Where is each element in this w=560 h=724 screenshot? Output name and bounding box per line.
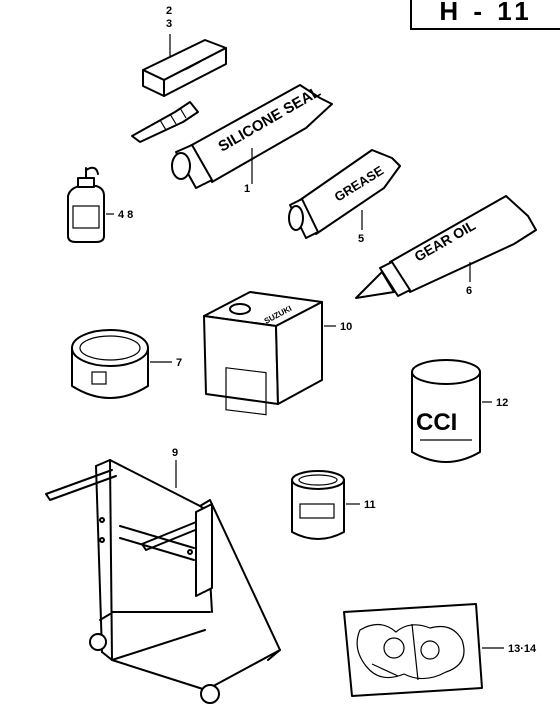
- callout-2: 2: [166, 5, 172, 17]
- page-code: H - 11: [439, 0, 533, 26]
- item-6-gear-oil-tube: GEAR OIL: [355, 195, 537, 299]
- item-5-grease-tube: GREASE: [288, 149, 401, 239]
- cci-label: CCI: [416, 409, 457, 436]
- callout-4-8: 4 8: [118, 209, 133, 221]
- callout-10: 10: [340, 321, 352, 333]
- callout-1: 1: [244, 183, 250, 195]
- item-9-stand: [45, 459, 281, 704]
- callout-11: 11: [364, 499, 376, 511]
- item-1-silicone-tube: SILICONE SEAL: [171, 83, 333, 189]
- page-code-box: H - 11: [410, 0, 560, 30]
- item-2-3-box: [142, 34, 227, 97]
- item-10-oil-can: SUZUKI: [203, 291, 336, 416]
- nozzle: [131, 101, 199, 143]
- item-7-tin: [71, 329, 172, 399]
- callout-13-14: 13·14: [508, 643, 537, 655]
- callout-3: 3: [166, 18, 172, 30]
- item-11-small-can: [291, 470, 360, 540]
- callout-9: 9: [172, 447, 178, 459]
- item-13-14-gasket-kit: [343, 603, 504, 697]
- callout-7: 7: [176, 357, 182, 369]
- item-12-cci-can: CCI: [411, 359, 492, 463]
- callout-5: 5: [358, 233, 364, 245]
- callout-12: 12: [496, 397, 508, 409]
- item-4-8-bottle: [67, 166, 114, 243]
- callout-6: 6: [466, 285, 472, 297]
